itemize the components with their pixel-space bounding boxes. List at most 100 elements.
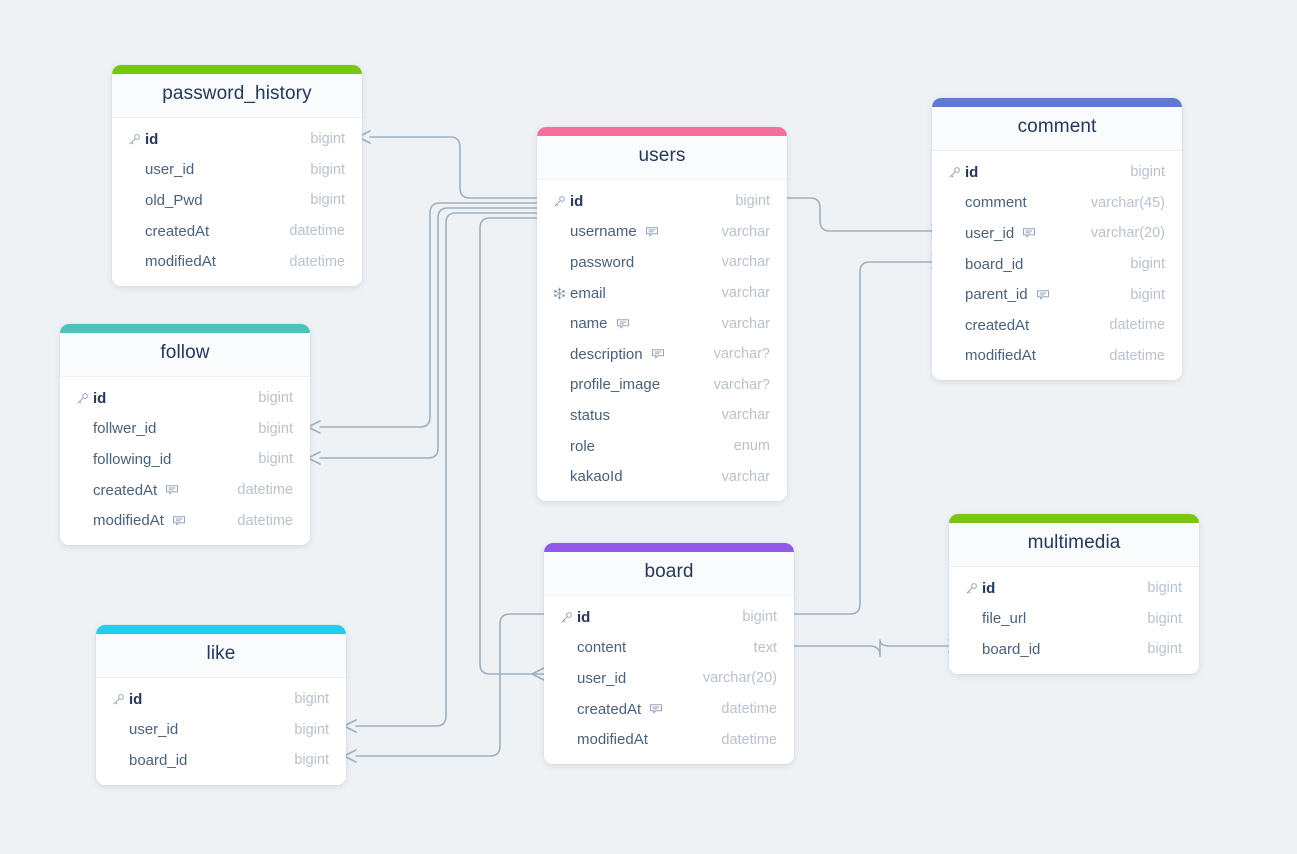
column-type: varchar?	[713, 376, 770, 393]
table-title[interactable]: multimedia	[949, 523, 1199, 567]
key-icon	[948, 166, 961, 179]
column-name: createdAt	[965, 316, 1030, 334]
column-name: comment	[965, 194, 1027, 212]
column-name: modifiedAt	[577, 731, 648, 749]
table-accent-bar	[537, 127, 787, 136]
column-key-slot	[550, 287, 565, 300]
note-icon[interactable]	[645, 225, 659, 239]
column-name: user_id	[577, 669, 627, 687]
column-name: file_url	[982, 610, 1027, 628]
column-type: bigint	[258, 390, 293, 407]
column-row[interactable]: role enum	[537, 431, 787, 462]
column-type: varchar	[721, 254, 770, 271]
table-title[interactable]: users	[537, 136, 787, 180]
key-icon	[965, 582, 978, 595]
note-icon[interactable]	[651, 347, 665, 361]
column-name: user_id	[965, 224, 1015, 242]
note-icon[interactable]	[165, 483, 179, 497]
table-title[interactable]: password_history	[112, 74, 362, 118]
column-type: varchar	[721, 407, 770, 424]
table-title[interactable]: like	[96, 634, 346, 678]
column-type: datetime	[237, 512, 293, 529]
crowfoot-board-user_id	[531, 667, 545, 681]
column-name: follwer_id	[93, 420, 157, 438]
column-type: datetime	[1109, 317, 1165, 334]
column-name: email	[570, 284, 606, 302]
note-icon[interactable]	[1036, 288, 1050, 302]
column-name: following_id	[93, 450, 172, 468]
table-accent-bar	[544, 543, 794, 552]
column-type: enum	[733, 438, 770, 455]
note-icon[interactable]	[1022, 226, 1036, 240]
edge-board-like	[355, 613, 545, 757]
column-type: bigint	[742, 609, 777, 626]
column-name: createdAt	[145, 222, 210, 240]
note-icon[interactable]	[649, 702, 663, 716]
column-row[interactable]: createdAt datetime	[932, 310, 1182, 341]
snowflake-icon	[553, 287, 566, 300]
column-type: varchar	[721, 315, 770, 332]
column-type: bigint	[310, 161, 345, 178]
column-type: bigint	[294, 752, 329, 769]
column-key-slot	[962, 582, 977, 595]
column-type: varchar	[721, 468, 770, 485]
note-icon[interactable]	[172, 514, 186, 528]
note-icon[interactable]	[616, 317, 630, 331]
table-title[interactable]: comment	[932, 107, 1182, 151]
column-type: bigint	[1130, 256, 1165, 273]
column-key-slot	[557, 611, 572, 624]
column-name: role	[570, 437, 596, 455]
table-title[interactable]: board	[544, 552, 794, 596]
edge-users-password_history	[369, 136, 538, 199]
table-title[interactable]: follow	[60, 333, 310, 377]
